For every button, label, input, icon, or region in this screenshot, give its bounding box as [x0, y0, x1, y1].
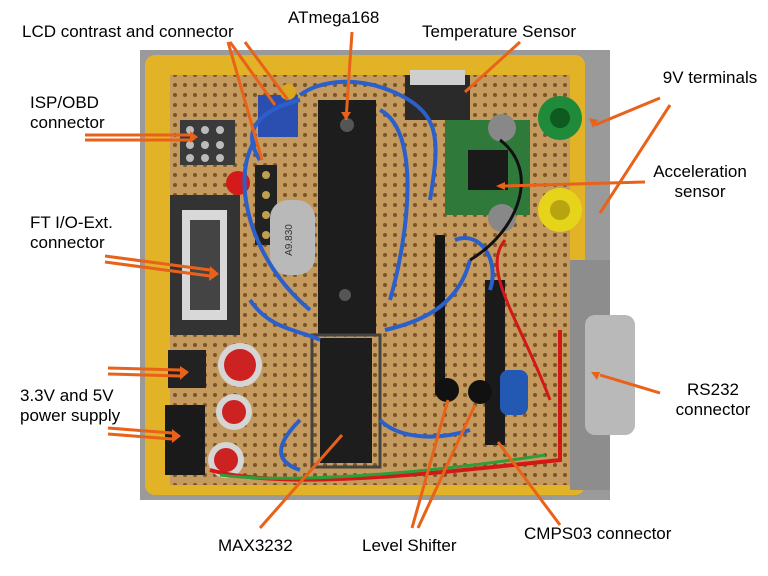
- label-power-supply: 3.3V and 5V power supply: [20, 386, 121, 425]
- callout-arrows: [85, 31, 672, 529]
- label-lcd-contrast: LCD contrast and connector: [22, 22, 234, 41]
- label-9v-terminals: 9V terminals: [662, 68, 758, 87]
- crystal-marking: A9.830: [284, 224, 295, 256]
- arrowheads: [172, 112, 600, 443]
- label-max3232: MAX3232: [218, 536, 293, 555]
- label-isp-obd-connector: ISP/OBD connector: [30, 93, 105, 132]
- label-ft-io-connector: FT I/O-Ext. connector: [30, 213, 113, 252]
- rs232-connector: [570, 260, 635, 490]
- label-atmega168: ATmega168: [288, 8, 380, 27]
- level-shifter-transistor: [468, 380, 492, 404]
- label-cmps03-connector: CMPS03 connector: [524, 524, 672, 543]
- crystal-oscillator: [270, 200, 315, 275]
- max3232-chip: [320, 338, 372, 463]
- capacitors: [208, 343, 262, 478]
- level-shifter-transistor: [435, 378, 459, 402]
- label-temperature-sensor: Temperature Sensor: [422, 22, 577, 41]
- label-acceleration-sensor: Acceleration sensor: [653, 162, 747, 201]
- label-level-shifter: Level Shifter: [362, 536, 457, 555]
- label-rs232-connector: RS232 connector: [675, 380, 751, 419]
- isp-connector: [180, 120, 235, 165]
- ft-io-connector: [170, 195, 240, 335]
- cmps03-connector: [485, 280, 505, 445]
- nine-v-terminals: [488, 96, 582, 232]
